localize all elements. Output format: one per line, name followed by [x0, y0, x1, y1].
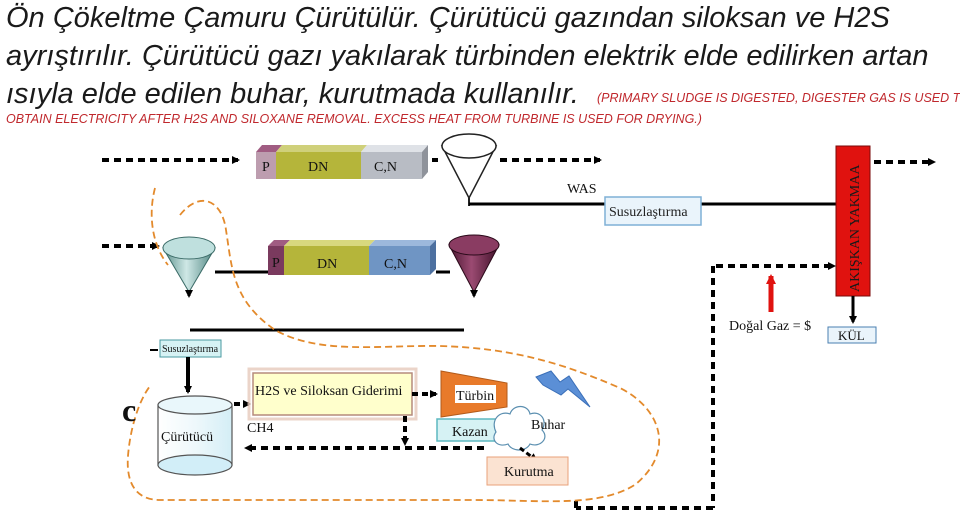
- heading-line-1: Ön Çökeltme Çamuru Çürütülür. Çürütücü g…: [6, 2, 890, 34]
- tank-top-bar: [256, 145, 428, 179]
- tank-mid-dn-segment: [284, 246, 369, 275]
- primary-clarifier-icon: [162, 236, 216, 293]
- tank-mid-bar: [268, 240, 436, 275]
- lightning-icon: [535, 370, 591, 408]
- incinerator-label: AKIŞKAN YAKMAA: [848, 164, 863, 292]
- tank-top-cn-segment: [361, 152, 422, 179]
- tank-mid-p-segment: [268, 246, 284, 275]
- tank-top-dn-label: DN: [308, 160, 328, 175]
- secondary-clarifier-icon: [448, 234, 500, 294]
- ash-box: [827, 326, 877, 344]
- incinerator-box: [835, 145, 871, 297]
- tank-top-cn-label: C,N: [374, 160, 397, 175]
- heading-line-2: ayrıştırılır. Çürütücü gazı yakılarak tü…: [6, 40, 929, 72]
- steam-cloud-icon: [493, 405, 546, 451]
- boiler-label: Kazan: [452, 425, 488, 440]
- digester-label: Çürütücü: [161, 430, 213, 445]
- h2s-removal-label: H2S ve Siloksan Giderimi: [255, 384, 402, 399]
- tank-mid-cn-label: C,N: [384, 257, 407, 272]
- digester-tank-icon: [157, 395, 233, 476]
- dewater-top-box: [604, 196, 702, 226]
- tank-mid-p-label: P: [272, 256, 280, 271]
- steam-label: Buhar: [531, 418, 566, 433]
- turbine-label-box: [455, 385, 496, 403]
- tank-top-p-label: P: [262, 160, 270, 175]
- natural-gas-label: Doğal Gaz = $: [729, 319, 811, 334]
- translation-line-1: (PRIMARY SLUDGE IS DIGESTED, DIGESTER GA…: [597, 91, 960, 105]
- dryer-label: Kurutma: [504, 465, 555, 480]
- c-label: c: [122, 392, 136, 428]
- tank-mid-dn-label: DN: [317, 257, 337, 272]
- turbine-label: Türbin: [456, 389, 494, 404]
- ch4-label: CH4: [247, 421, 273, 436]
- tank-mid-cn-segment: [369, 246, 430, 275]
- translation-line-2: OBTAIN ELECTRICITY AFTER H2S AND SILOXAN…: [6, 112, 702, 126]
- dewater-low-box: [159, 339, 222, 358]
- final-clarifier-icon: [440, 133, 498, 206]
- was-label: WAS: [567, 182, 597, 197]
- tank-top-dn-segment: [276, 152, 361, 179]
- dryer-box: [486, 456, 569, 486]
- heading-line-3: ısıyla elde edilen buhar, kurutmada kull…: [6, 78, 579, 110]
- sludge-boundary-loop: [126, 199, 661, 503]
- ash-label: KÜL: [838, 328, 865, 343]
- dewater-low-label: Susuzlaştırma: [162, 344, 219, 355]
- h2s-removal-box: [252, 372, 413, 416]
- dewater-top-label: Susuzlaştırma: [609, 205, 688, 220]
